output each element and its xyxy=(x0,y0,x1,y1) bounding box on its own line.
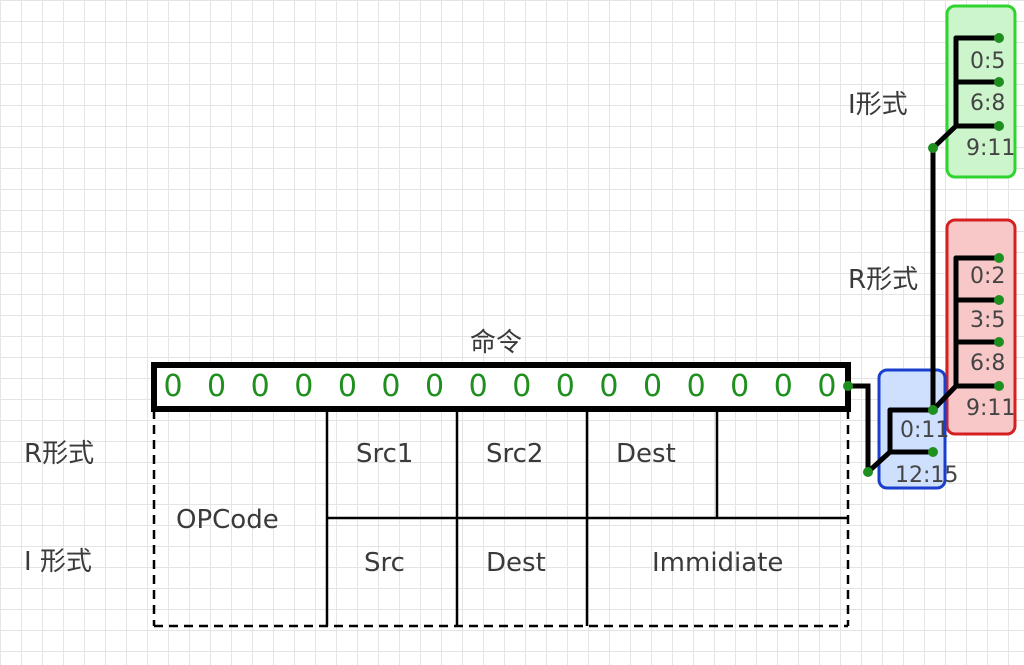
instruction-bit[interactable]: 0 xyxy=(337,369,357,404)
r-format-splitter-box[interactable] xyxy=(945,218,1017,436)
instruction-bit[interactable]: 0 xyxy=(642,369,663,404)
instruction-bit[interactable]: 0 xyxy=(250,369,270,404)
instruction-bit[interactable]: 0 xyxy=(512,369,532,404)
r-src2-cell: Src2 xyxy=(486,439,544,469)
wires xyxy=(845,35,1002,475)
i-split-out-0: 0:5 xyxy=(970,49,1006,74)
instruction-bit[interactable]: 0 xyxy=(468,369,488,404)
i-splitter-out-0-5-pin xyxy=(994,33,1004,43)
r-split-out-1: 3:5 xyxy=(970,308,1006,333)
instruction-bit[interactable]: 0 xyxy=(773,369,793,404)
i-split-out-2: 9:11 xyxy=(966,136,1016,161)
pins xyxy=(843,33,1004,477)
main-splitter-box[interactable] xyxy=(877,368,947,490)
main-splitter-out-0-11-pin xyxy=(928,405,938,415)
main-split-out-1: 12:15 xyxy=(895,463,959,488)
r-splitter-out-3-5-pin xyxy=(994,295,1004,305)
register-output-pin xyxy=(843,381,853,391)
instruction-bit[interactable]: 0 xyxy=(294,369,314,404)
instruction-bit[interactable]: 0 xyxy=(555,369,575,404)
i-split-out-1: 6:8 xyxy=(970,91,1006,116)
opcode-cell: OPCode xyxy=(176,505,279,535)
r-splitter-out-0-2-pin xyxy=(994,253,1004,263)
instruction-bit[interactable]: 0 xyxy=(381,369,401,404)
r-src1-cell: Src1 xyxy=(356,439,414,469)
instruction-bit[interactable]: 0 xyxy=(207,369,227,404)
i-format-splitter-label: I形式 xyxy=(848,90,908,120)
instruction-title: 命令 xyxy=(470,328,523,358)
r-split-out-3: 9:11 xyxy=(966,396,1016,421)
i-src-cell: Src xyxy=(364,548,405,578)
instruction-bit[interactable]: 0 xyxy=(599,369,619,404)
i-format-splitter-box[interactable] xyxy=(945,4,1017,179)
i-dest-cell: Dest xyxy=(486,548,546,578)
r-split-out-0: 0:2 xyxy=(970,264,1006,289)
i-splitter-out-6-8-pin xyxy=(994,77,1004,87)
i-format-row-label: I 形式 xyxy=(24,547,92,577)
instruction-bit[interactable]: 0 xyxy=(425,369,445,404)
instruction-bit[interactable]: 0 xyxy=(163,369,183,404)
r-format-splitter-label: R形式 xyxy=(848,265,919,295)
format-table xyxy=(152,410,850,628)
instruction-bit[interactable]: 0 xyxy=(817,369,837,404)
r-split-out-2: 6:8 xyxy=(970,351,1006,376)
r-splitter-out-6-8-pin xyxy=(994,337,1004,347)
instruction-bit[interactable]: 0 xyxy=(730,369,750,404)
r-format-row-label: R形式 xyxy=(24,439,95,469)
i-splitter-input-pin xyxy=(928,143,938,153)
main-split-out-0: 0:11 xyxy=(900,418,950,443)
main-splitter-input-pin xyxy=(863,467,873,477)
main-splitter-out-12-15-pin xyxy=(928,447,938,457)
i-immediate-cell: Immidiate xyxy=(652,548,784,578)
instruction-bit[interactable]: 0 xyxy=(686,369,706,404)
r-splitter-out-9-11-pin xyxy=(994,381,1004,391)
r-dest-cell: Dest xyxy=(616,439,676,469)
i-splitter-out-9-11-pin xyxy=(994,121,1004,131)
